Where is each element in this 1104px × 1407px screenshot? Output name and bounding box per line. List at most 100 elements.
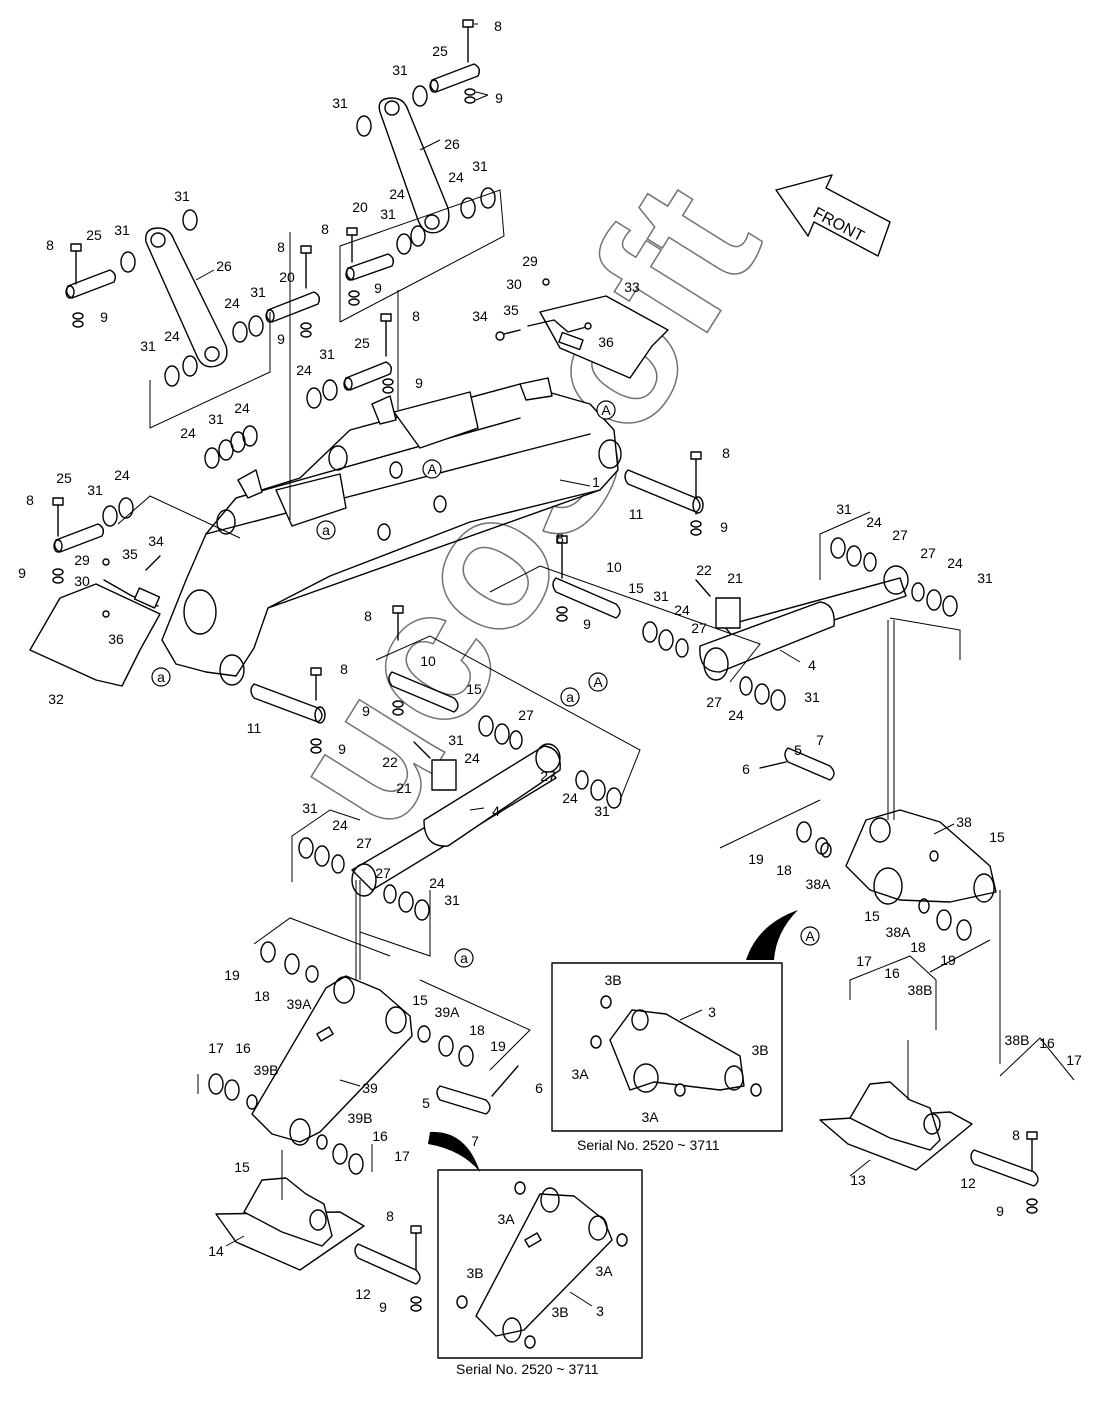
pin-12-left bbox=[354, 1243, 421, 1285]
part-callout: 31 bbox=[392, 62, 408, 78]
ref-mark-circle bbox=[560, 687, 580, 707]
part-callout: 24 bbox=[332, 817, 348, 833]
part-callout: 38B bbox=[1005, 1032, 1030, 1048]
part-callout: 38B bbox=[908, 982, 933, 998]
pin-25-top bbox=[429, 63, 481, 93]
pin-20-b bbox=[265, 291, 321, 323]
part-callout: 1 bbox=[592, 474, 600, 490]
part-callout: 11 bbox=[247, 720, 262, 736]
ref-mark-circle bbox=[316, 520, 336, 540]
part-callout: 34 bbox=[148, 533, 164, 549]
ref-mark-circle bbox=[422, 459, 442, 479]
callout-leaders bbox=[195, 23, 955, 1307]
part-callout: 19 bbox=[224, 967, 240, 983]
serial-note-left: Serial No. 2520 ~ 3711 bbox=[456, 1361, 599, 1377]
guard-plate-32 bbox=[29, 579, 161, 687]
nut-icons bbox=[52, 88, 1038, 1312]
ref-mark-letter: A bbox=[805, 928, 815, 944]
part-callout: 7 bbox=[471, 1133, 479, 1149]
part-callout: 27 bbox=[356, 835, 372, 851]
part-callout: 31 bbox=[332, 95, 348, 111]
part-callout: 24 bbox=[296, 362, 312, 378]
ref-mark-a1: a bbox=[316, 520, 336, 540]
part-callout: 35 bbox=[122, 546, 138, 562]
ref-mark-circle bbox=[454, 948, 474, 968]
ref-mark-a2: a bbox=[151, 667, 171, 687]
part-callout: 39A bbox=[287, 996, 313, 1012]
part-callout: 9 bbox=[100, 309, 108, 325]
part-callout: 36 bbox=[108, 631, 124, 647]
part-callout: 9 bbox=[379, 1299, 387, 1315]
part-callout: 31 bbox=[114, 222, 130, 238]
ref-mark-letter: a bbox=[157, 669, 165, 685]
part-callout: 31 bbox=[444, 892, 460, 908]
part-callout: 25 bbox=[432, 43, 448, 59]
boom-cylinder-4-left bbox=[351, 741, 561, 897]
part-callout: 8 bbox=[722, 445, 730, 461]
part-callout: 24 bbox=[180, 425, 196, 441]
part-callout: 8 bbox=[556, 530, 564, 546]
part-callout: 15 bbox=[234, 1159, 250, 1175]
washer-rings bbox=[102, 85, 958, 921]
part-callout: 15 bbox=[412, 992, 428, 1008]
part-callout: 3 bbox=[596, 1303, 604, 1319]
part-callout: 8 bbox=[26, 492, 34, 508]
part-callout: 6 bbox=[742, 761, 750, 777]
part-callout: 9 bbox=[720, 519, 728, 535]
part-callout: 4 bbox=[808, 657, 816, 673]
part-callout: 8 bbox=[277, 239, 285, 255]
group-outlines bbox=[117, 189, 1075, 1172]
part-callout: 30 bbox=[74, 573, 90, 589]
part-callout: 38A bbox=[806, 876, 832, 892]
boom-cylinder-4-right bbox=[695, 565, 909, 681]
part-callout: 3B bbox=[751, 1042, 768, 1058]
part-callout: 15 bbox=[864, 908, 880, 924]
part-callout: 19 bbox=[940, 952, 956, 968]
part-callout: 31 bbox=[208, 411, 224, 427]
ref-mark-letter: a bbox=[322, 522, 330, 538]
part-callout: 31 bbox=[804, 689, 820, 705]
pin-20-a bbox=[345, 253, 395, 281]
pin-5-right bbox=[759, 747, 835, 781]
pin-25-side bbox=[53, 523, 105, 553]
part-callout: 24 bbox=[448, 169, 464, 185]
ref-mark-a3: a bbox=[560, 687, 580, 707]
part-callout: 25 bbox=[86, 227, 102, 243]
part-callout: 14 bbox=[208, 1243, 224, 1259]
ref-mark-A4: A bbox=[800, 926, 820, 946]
part-callout: 15 bbox=[989, 829, 1005, 845]
part-callout: 17 bbox=[208, 1040, 224, 1056]
part-callout: 31 bbox=[653, 588, 669, 604]
pin-25-mid bbox=[343, 361, 393, 391]
part-callout: 9 bbox=[415, 375, 423, 391]
part-callout: 26 bbox=[216, 258, 232, 274]
pin-10-left bbox=[388, 671, 459, 713]
part-callout: 27 bbox=[518, 707, 534, 723]
pin-11-left bbox=[250, 683, 326, 724]
part-callout: 27 bbox=[375, 865, 391, 881]
pin-25-left bbox=[65, 269, 117, 299]
part-callout: 19 bbox=[490, 1038, 506, 1054]
part-callout: 22 bbox=[696, 562, 712, 578]
part-callout: 24 bbox=[866, 514, 882, 530]
part-callout: 27 bbox=[920, 545, 936, 561]
part-callout: 19 bbox=[748, 851, 764, 867]
part-callout: 10 bbox=[420, 653, 436, 669]
part-callout: 39 bbox=[362, 1080, 378, 1096]
part-callout: 9 bbox=[374, 280, 382, 296]
ref-mark-circle bbox=[151, 667, 171, 687]
part-callout: 31 bbox=[836, 501, 852, 517]
part-callout: 3A bbox=[595, 1263, 613, 1279]
ref-mark-letter: A bbox=[427, 461, 437, 477]
part-callout: 24 bbox=[164, 328, 180, 344]
part-callout: 15 bbox=[466, 681, 482, 697]
part-callout: 25 bbox=[56, 470, 72, 486]
ref-mark-A3: A bbox=[588, 672, 608, 692]
part-callout: 15 bbox=[628, 580, 644, 596]
part-callout: 24 bbox=[947, 555, 963, 571]
part-callout: 26 bbox=[444, 136, 460, 152]
pin-12-right bbox=[970, 1149, 1039, 1187]
part-callout: 22 bbox=[382, 754, 398, 770]
part-callout: 6 bbox=[535, 1080, 543, 1096]
